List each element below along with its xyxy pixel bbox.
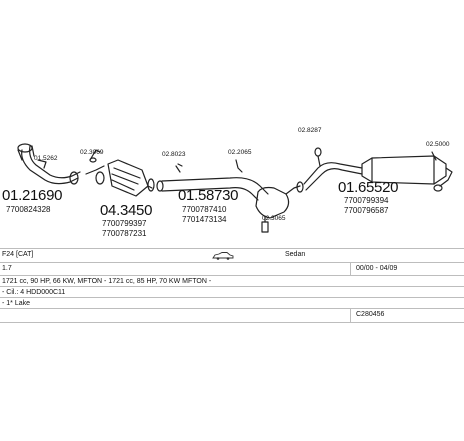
small-part-3: 02.8023: [162, 151, 186, 158]
rear-silencer-drawing: [361, 151, 453, 192]
catalog-number: C280456: [356, 311, 385, 318]
small-part-6: 02.5000: [426, 141, 450, 148]
catalytic-converter-drawing: [85, 149, 155, 197]
exhaust-drawing: [17, 143, 453, 233]
small-part-4a: 02.2065: [228, 149, 252, 156]
part-number-1: 01.21690: [2, 187, 63, 204]
divider-catalog: [350, 308, 351, 322]
oe-number-5b: 7700796587: [344, 206, 389, 215]
front-pipe-drawing: [17, 143, 81, 185]
exhaust-diagram: 01.21690 7700824328 01.5262 04.3450 7700…: [2, 127, 453, 238]
info-row-note: - 1* Lake: [0, 297, 464, 309]
oe-number-5a: 7700799394: [344, 196, 389, 205]
info-row-catalog: C280456: [0, 308, 464, 323]
vehicle-info-table: F24 [CAT] Sedan 1.7 00/00 - 04/09 1721 c…: [0, 248, 464, 328]
oe-number-2b: 7700787231: [102, 229, 147, 238]
oe-number-3a: 7700787410: [182, 205, 227, 214]
model-label: F24 [CAT]: [2, 251, 34, 258]
part-number-5: 01.65520: [338, 179, 399, 196]
part-number-3: 01.58730: [178, 187, 239, 204]
note-text: - 1* Lake: [2, 300, 31, 307]
small-part-1: 01.5262: [34, 155, 58, 162]
car-sedan-icon: [212, 252, 234, 262]
power-spec: 1721 cc, 90 HP, 66 KW, MFTON - 1721 cc, …: [2, 278, 212, 285]
engine-code: - Cil.: 4 HDD000C11: [2, 289, 66, 296]
info-row-model: F24 [CAT] Sedan: [0, 248, 464, 263]
engine-size: 1.7: [2, 265, 12, 272]
production-years: 00/00 - 04/09: [356, 265, 398, 272]
body-type: Sedan: [285, 251, 306, 258]
center-pipe-drawing: [156, 159, 304, 233]
info-row-code: - Cil.: 4 HDD000C11: [0, 286, 464, 298]
info-row-engine: 1.7 00/00 - 04/09: [0, 262, 464, 276]
oe-number-3b: 7701473134: [182, 215, 227, 224]
small-part-2: 02.3069: [80, 149, 104, 156]
oe-number-1: 7700824328: [6, 205, 51, 214]
info-row-power: 1721 cc, 90 HP, 66 KW, MFTON - 1721 cc, …: [0, 275, 464, 287]
divider-years: [350, 262, 351, 275]
oe-number-2a: 7700799397: [102, 219, 147, 228]
info-bottom-border: [0, 322, 464, 324]
small-part-5: 02.8287: [298, 127, 322, 134]
part-number-2: 04.3450: [100, 202, 153, 219]
rear-pipe-drawing: [303, 147, 363, 191]
small-part-4b: 02.3065: [262, 215, 286, 222]
